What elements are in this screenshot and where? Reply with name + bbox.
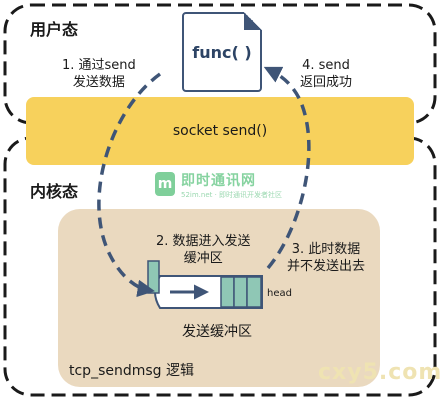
- socket-send-bar: socket send(): [26, 97, 414, 165]
- step-1-line-1: 1. 通过send: [62, 58, 136, 73]
- function-label: func( ): [192, 42, 252, 62]
- logo-subtitle: 52im.net · 即时通讯开发者社区: [181, 191, 283, 199]
- im-logo: m 即时通讯网 52im.net · 即时通讯开发者社区: [155, 168, 282, 208]
- socket-send-label: socket send(): [172, 123, 268, 139]
- logo-mark-icon: m: [155, 172, 175, 196]
- step-4-label: 4. send 返回成功: [300, 57, 352, 91]
- buffer-segment: [220, 276, 235, 308]
- step-3-line-2: 并不发送出去: [287, 259, 366, 274]
- kernel-space-label: 内核态: [30, 182, 79, 201]
- send-data-arrow: [97, 72, 162, 298]
- step-1-line-2: 发送数据: [72, 75, 125, 90]
- user-space-label: 用户态: [30, 20, 79, 39]
- site-watermark: cxy5.com: [318, 360, 440, 385]
- incoming-data-block: [147, 260, 160, 294]
- step-3-label: 3. 此时数据 并不发送出去: [287, 241, 365, 275]
- logo-name: 即时通讯网: [181, 173, 256, 189]
- buffer-segment: [233, 276, 248, 308]
- function-document: func( ): [182, 12, 262, 92]
- send-buffer-label: 发送缓冲区: [182, 324, 252, 340]
- step-2-label: 2. 数据进入发送 缓冲区: [156, 233, 251, 267]
- step-1-label: 1. 通过send 发送数据: [62, 57, 136, 91]
- step-4-line-1: 4. send: [302, 58, 350, 73]
- step-4-line-2: 返回成功: [300, 75, 353, 90]
- step-2-line-1: 2. 数据进入发送: [156, 234, 251, 249]
- tcp-sendmsg-label: tcp_sendmsg 逻辑: [69, 363, 194, 379]
- document-fold-icon: [244, 12, 262, 30]
- buffer-head-label: head: [267, 288, 292, 299]
- step-3-line-1: 3. 此时数据: [291, 242, 361, 257]
- buffer-segment: [246, 276, 262, 308]
- step-2-line-2: 缓冲区: [183, 251, 223, 266]
- send-return-arrow: [263, 66, 311, 270]
